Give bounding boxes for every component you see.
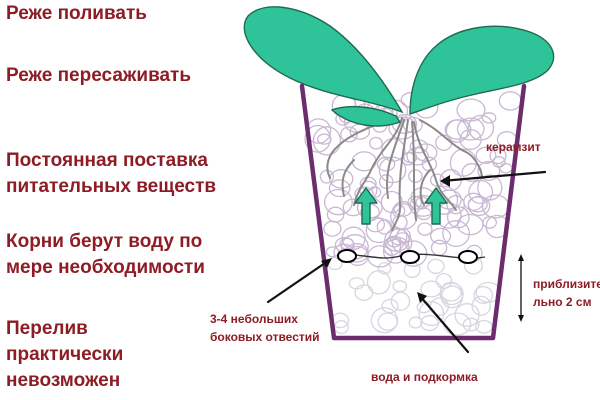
clay-pebble [312, 126, 342, 156]
dimension-marker [518, 254, 524, 322]
benefit-roots-take-water: Корни берут воду по мере необходимости [6, 231, 205, 278]
clay-pebble [388, 116, 417, 140]
holes-pointer-arrow [266, 259, 330, 304]
clay-pebble [456, 117, 485, 141]
arrowhead-icon [440, 175, 450, 187]
clay-pebble [467, 114, 495, 141]
clay-pebble [435, 272, 453, 290]
water-pointer-arrow [418, 294, 470, 354]
drainage-hole-icon [400, 250, 420, 264]
clay-pebble [468, 179, 494, 205]
clay-pebble [454, 303, 480, 327]
benefit-less-repotting: Реже пересаживать [6, 65, 192, 86]
clay-pebble [427, 258, 445, 274]
clay-pebble [377, 261, 392, 275]
leaf-bottom [330, 105, 402, 127]
label-side-holes: 3-4 небольших боковых отвестий [210, 312, 320, 344]
clay-pebble [481, 112, 497, 124]
clay-pebble [390, 291, 411, 311]
clay-pebble [420, 280, 443, 298]
clay-pebble [499, 163, 513, 174]
clay-pebble [369, 136, 383, 150]
clay-pebble [390, 203, 418, 230]
clay-pebble [414, 143, 438, 162]
clay-pebble [323, 188, 353, 216]
label-water-level: приблизите льно 2 см [533, 277, 600, 309]
clay-pebble [475, 319, 493, 334]
clay-pebble [381, 298, 399, 314]
clay-pebble [445, 119, 469, 143]
clay-pebble [477, 160, 501, 181]
arrowhead-icon [417, 292, 427, 303]
clay-pebble [408, 316, 423, 329]
clay-pebble [417, 222, 433, 236]
clay-pebble [475, 146, 497, 165]
clay-pebble [391, 232, 413, 254]
clay-pebble [418, 300, 445, 327]
leaf-left [243, 6, 404, 114]
clay-pebble [370, 307, 399, 334]
clay-pebble [430, 239, 448, 256]
clay-pebble [430, 227, 452, 245]
clay-pebble [482, 216, 498, 229]
clay-pebble [489, 147, 507, 165]
clay-pebble [462, 317, 480, 332]
drainage-hole-icon [337, 249, 357, 263]
clay-pebble [443, 312, 472, 336]
clay-pebble [354, 284, 374, 301]
clay-pebble [449, 148, 477, 177]
clay-pebble [498, 91, 522, 111]
clay-pebble [323, 220, 342, 237]
clay-pebble [328, 179, 351, 198]
pot-outline [299, 83, 527, 341]
clay-pebble [446, 206, 470, 229]
clay-pointer-arrow [440, 170, 547, 183]
clay-pebble [408, 169, 423, 183]
clay-pebble [416, 207, 432, 221]
clay-pebble [403, 151, 418, 164]
clay-pebble [340, 126, 358, 143]
clay-pebble [446, 195, 465, 215]
label-clay: керамзит [486, 140, 541, 154]
orchid-leaves [243, 6, 555, 127]
up-arrow-icon [424, 187, 448, 225]
clay-pebble [467, 196, 488, 213]
drainage-hole-icon [458, 250, 478, 264]
benefit-less-watering: Реже поливать [6, 3, 147, 24]
clay-pebble [393, 201, 413, 217]
benefit-no-overflow: Перелив практически невозможен [6, 318, 124, 391]
clay-pebble [348, 277, 365, 290]
clay-pebble [325, 246, 340, 258]
arrowhead-icon [321, 258, 332, 268]
label-water-feed: вода и подкормка [371, 370, 478, 384]
clay-pebble [326, 206, 345, 223]
clay-pebble [378, 156, 407, 184]
clay-pebble [471, 295, 491, 316]
clay-pebble [473, 286, 494, 304]
leaf-right [409, 25, 555, 115]
clay-pebble [392, 280, 408, 293]
clay-pebble [420, 315, 439, 332]
clay-pebble [399, 240, 428, 267]
clay-pebble [403, 261, 421, 278]
clay-pebble [439, 282, 464, 306]
clay-pebble [376, 156, 396, 172]
up-arrow-icon [354, 187, 378, 225]
clay-pebble [304, 124, 332, 153]
clay-pebble [442, 220, 471, 247]
clay-pebble [366, 270, 391, 295]
benefit-nutrient-supply: Постоянная поставка питательных веществ [6, 150, 217, 197]
